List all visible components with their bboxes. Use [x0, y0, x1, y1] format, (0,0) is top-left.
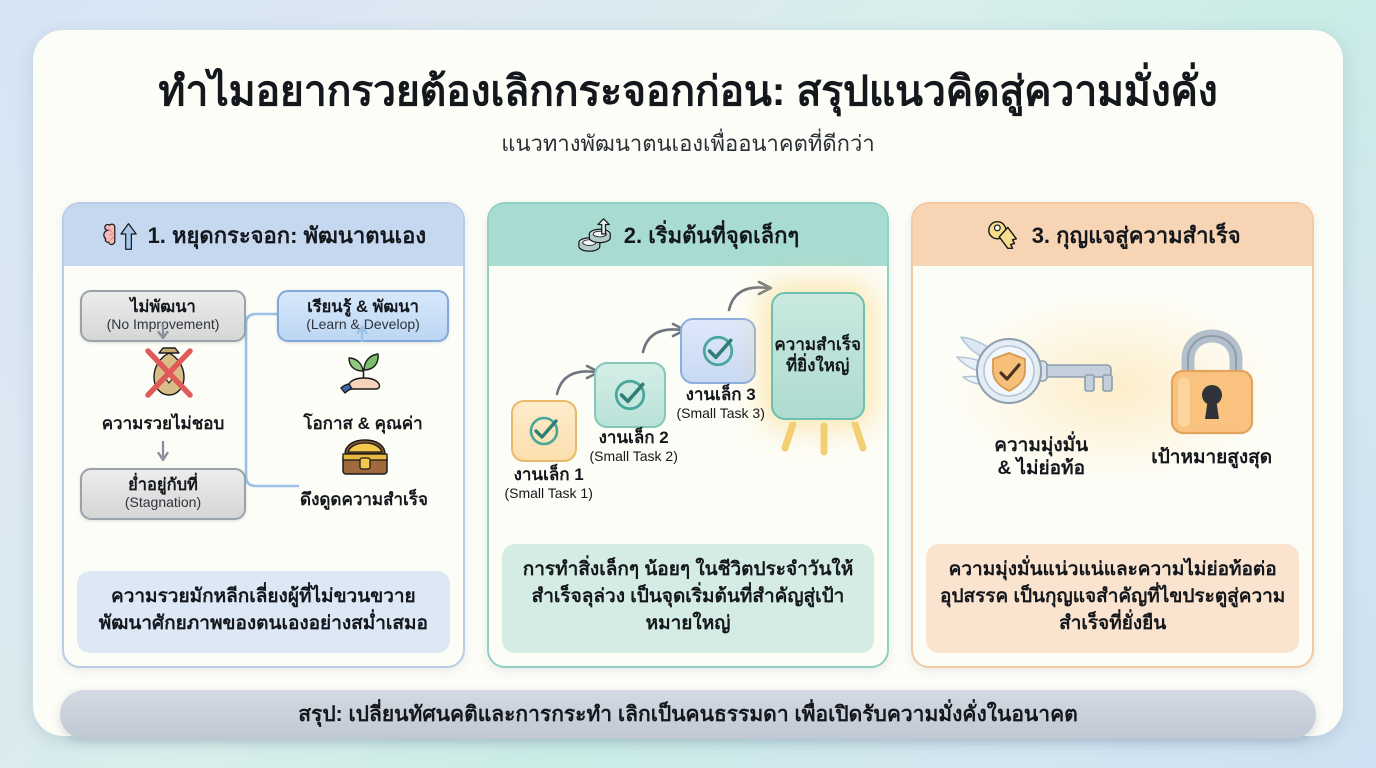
header: ทำไมอยากรวยต้องเลิกกระจอกก่อน: สรุปแนวคิ…: [33, 30, 1343, 159]
check-circle-icon: [702, 335, 733, 367]
goal-line-2: ที่ยิ่งใหญ่: [785, 356, 850, 375]
step-box-2: [593, 362, 666, 428]
card-3-footer: ความมุ่งมั่นแน่วแน่และความไม่ย่อท้อต่ออุ…: [926, 544, 1300, 653]
step-label-3-th: งานเล็ก 3: [685, 385, 756, 404]
page-title: ทำไมอยากรวยต้องเลิกกระจอกก่อน: สรุปแนวคิ…: [158, 68, 1218, 114]
node-stagnation: ย่ำอยู่กับที่ (Stagnation): [80, 468, 246, 521]
c3-label-ultimate-goal: เป้าหมายสูงสุด: [1151, 447, 1272, 470]
goal-line-1: ความสำเร็จ: [774, 335, 861, 355]
card-2-title: 2. เริ่มต้นที่จุดเล็กๆ: [623, 222, 800, 248]
card-2-staircase: ความสำเร็จ ที่ยิ่งใหญ่ งานเล็ก 1 (Small …: [489, 266, 888, 544]
winged-key-shield-icon: [956, 336, 1114, 405]
arrow-down-2: [157, 441, 169, 462]
step-label-3: งานเล็ก 3 (Small Task 3): [663, 385, 779, 421]
node-learn-th: เรียนรู้ & พัฒนา: [307, 298, 419, 316]
check-circle-icon: [529, 416, 558, 446]
step-label-3-en: (Small Task 3): [676, 404, 765, 421]
stacked-coins-up-arrow-icon: [578, 218, 611, 252]
step-label-2: งานเล็ก 2 (Small Task 2): [579, 428, 689, 464]
c3-label-determination-line2: & ไม่ย่อท้อ: [997, 458, 1085, 480]
summary-text: สรุป: เปลี่ยนทัศนคติและการกระทำ เลิกเป็น…: [298, 703, 1078, 726]
arrow-down-1: [157, 324, 169, 340]
goal-box-great-success: ความสำเร็จ ที่ยิ่งใหญ่: [770, 292, 865, 420]
card-1-header: 1. หยุดกระจอก: พัฒนาตนเอง: [64, 204, 463, 266]
c3-label-ultimate-goal-line1: เป้าหมายสูงสุด: [1151, 446, 1273, 468]
step-label-2-en: (Small Task 2): [589, 447, 678, 464]
key-icon: [987, 220, 1017, 250]
card-1-diagram: ไม่พัฒนา (No Improvement) ความรวยไม่ชอบ: [64, 266, 463, 571]
treasure-chest-icon: [342, 439, 388, 475]
c3-label-determination: ความมุ่งมั่น & ไม่ย่อท้อ: [994, 435, 1088, 481]
card-keys-to-success: 3. กุญแจสู่ความสำเร็จ: [911, 202, 1315, 668]
c3-label-determination-line1: ความมุ่งมั่น: [994, 435, 1089, 457]
check-circle-icon: [614, 379, 645, 411]
infographic-panel: ทำไมอยากรวยต้องเลิกกระจอกก่อน: สรุปแนวคิ…: [33, 30, 1343, 736]
card-start-small: 2. เริ่มต้นที่จุดเล็กๆ: [486, 202, 890, 668]
c3-item-determination: ความมุ่งมั่น & ไม่ย่อท้อ: [953, 313, 1129, 481]
hand-sprout-icon: [340, 353, 381, 394]
card-3-title: 3. กุญแจสู่ความสำเร็จ: [1031, 222, 1241, 248]
label-opportunity-value: โอกาส & คุณค่า: [303, 414, 423, 433]
padlock-icon: [1170, 329, 1253, 434]
step-label-2-th: งานเล็ก 2: [598, 428, 669, 447]
page-subtitle: แนวทางพัฒนาตนเองเพื่ออนาคตที่ดีกว่า: [501, 131, 875, 157]
card-2-footer: การทำสิ่งเล็กๆ น้อยๆ ในชีวิตประจำวันให้ส…: [501, 544, 875, 653]
node-learn-en: (Learn & Develop): [306, 316, 420, 333]
brain-up-arrow-icon: [102, 222, 137, 250]
c3-item-ultimate-goal: เป้าหมายสูงสุด: [1151, 325, 1272, 470]
label-attract-success: ดึงดูดความสำเร็จ: [300, 490, 428, 509]
node-no-improvement-th: ไม่พัฒนา: [130, 298, 196, 316]
cards-row: 1. หยุดกระจอก: พัฒนาตนเอง ไม่พัฒนา (No I…: [62, 202, 1315, 668]
success-rays-icon: [781, 422, 867, 456]
node-stagnation-th: ย่ำอยู่กับที่: [128, 476, 198, 494]
arrow-up-1: [356, 325, 368, 342]
label-rich-dislike: ความรวยไม่ชอบ: [101, 414, 225, 433]
card-stop-mediocrity: 1. หยุดกระจอก: พัฒนาตนเอง ไม่พัฒนา (No I…: [62, 202, 465, 668]
step-label-1-th: งานเล็ก 1: [513, 465, 584, 484]
summary-bar: สรุป: เปลี่ยนทัศนคติและการกระทำ เลิกเป็น…: [60, 690, 1316, 739]
card-1-footer: ความรวยมักหลีกเลี่ยงผู้ที่ไม่ขวนขวายพัฒน…: [77, 571, 450, 653]
card-3-header: 3. กุญแจสู่ความสำเร็จ: [913, 204, 1313, 266]
card-3-icons: ความมุ่งมั่น & ไม่ย่อท้อ: [913, 266, 1312, 544]
hop-arrow-3: [727, 280, 772, 312]
node-stagnation-en: (Stagnation): [124, 494, 202, 511]
step-label-1: งานเล็ก 1 (Small Task 1): [494, 465, 604, 501]
step-box-3: [679, 318, 756, 384]
step-box-1: [510, 400, 577, 462]
card-2-header: 2. เริ่มต้นที่จุดเล็กๆ: [488, 204, 888, 266]
step-label-1-en: (Small Task 1): [504, 484, 593, 501]
money-bag-crossed-icon: [145, 347, 193, 398]
card-1-title: 1. หยุดกระจอก: พัฒนาตนเอง: [147, 222, 427, 248]
